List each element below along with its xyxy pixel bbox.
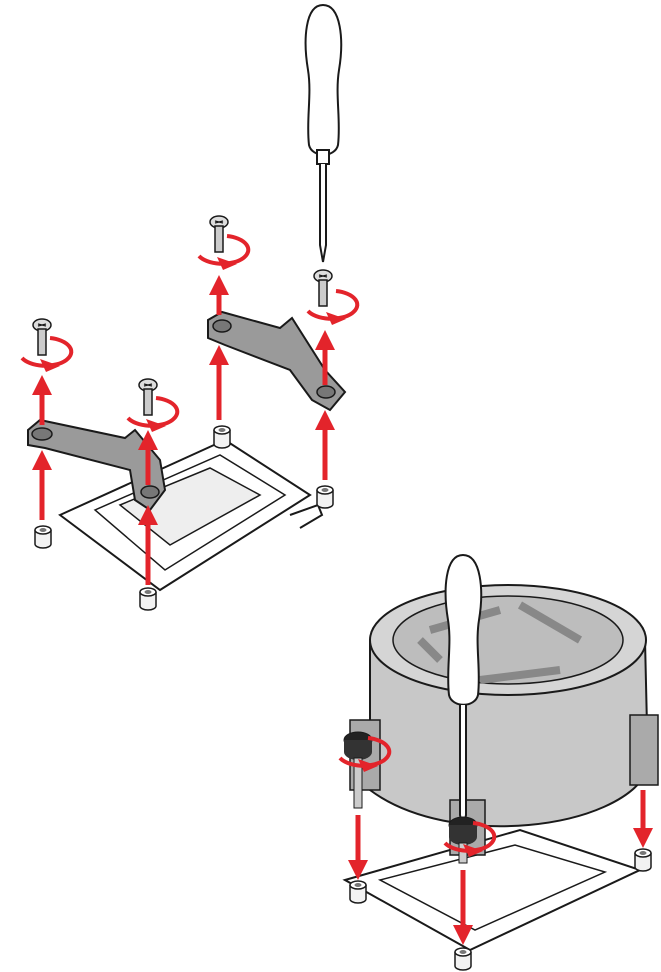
rotate-arrow-icon [308,291,357,325]
screw-icon [33,319,51,355]
standoff [350,881,366,903]
screwdriver-icon [306,5,342,262]
standoff [140,588,156,610]
retention-bracket [28,420,165,510]
cpu-socket [345,830,640,950]
standoff [35,526,51,548]
standoff [317,486,333,508]
standoff [455,948,471,970]
screw-icon [139,379,157,415]
standoff [635,849,651,871]
standoff [214,426,230,448]
screw-icon [314,270,332,306]
cpu-cooler [350,585,658,855]
screw-icon [210,216,228,252]
